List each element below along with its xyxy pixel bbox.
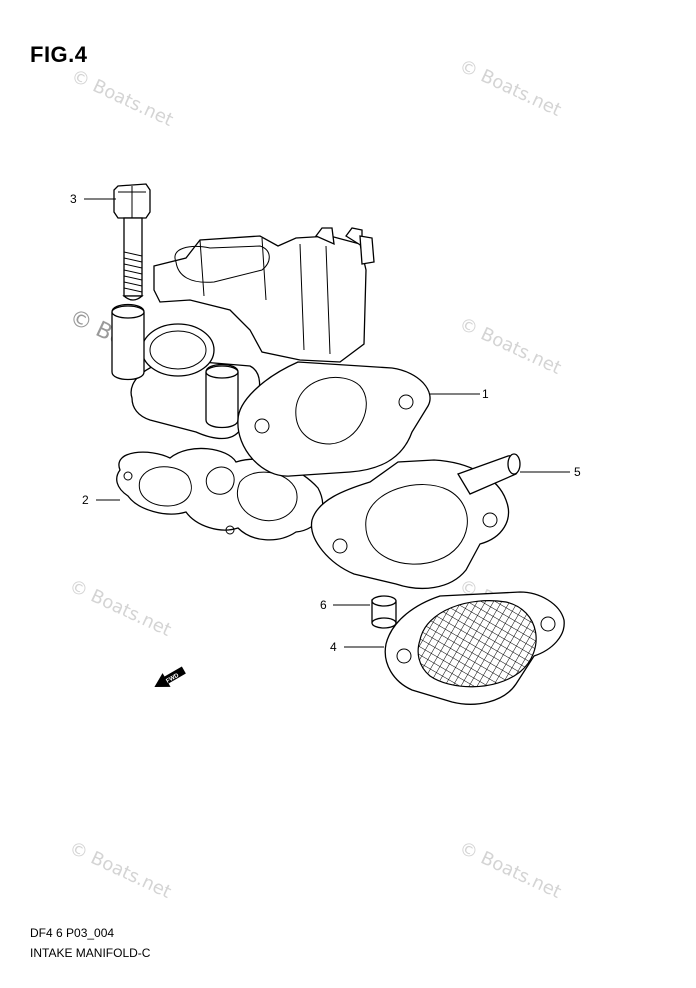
callout-leaders xyxy=(84,198,570,648)
figure-title: FIG.4 xyxy=(30,42,88,67)
callout-number: 1 xyxy=(482,387,489,401)
part-intake-body xyxy=(111,227,431,477)
watermark: © Boats.net xyxy=(68,65,176,130)
watermark: © Boats.net xyxy=(66,575,174,640)
part-bolt xyxy=(113,183,151,301)
part-intake-adapter xyxy=(310,453,521,590)
part-screen-gasket xyxy=(384,591,565,705)
callout-number: 5 xyxy=(574,465,581,479)
watermark: © Boats.net xyxy=(66,837,174,902)
watermark: © Boats.net xyxy=(456,313,564,378)
callout-number: 4 xyxy=(330,640,337,654)
footer-diagram-code: DF4 6 P03_004 xyxy=(30,926,115,940)
watermark: © Boats.net xyxy=(456,55,564,120)
callout-number: 6 xyxy=(320,598,327,612)
callout-number: 2 xyxy=(82,493,89,507)
part-collar xyxy=(371,595,397,629)
footer-diagram-name: INTAKE MANIFOLD-C xyxy=(30,946,151,960)
watermark: © Boats.net xyxy=(456,837,564,902)
callout-number: 3 xyxy=(70,192,77,206)
fwd-arrow: FWD xyxy=(154,666,186,687)
